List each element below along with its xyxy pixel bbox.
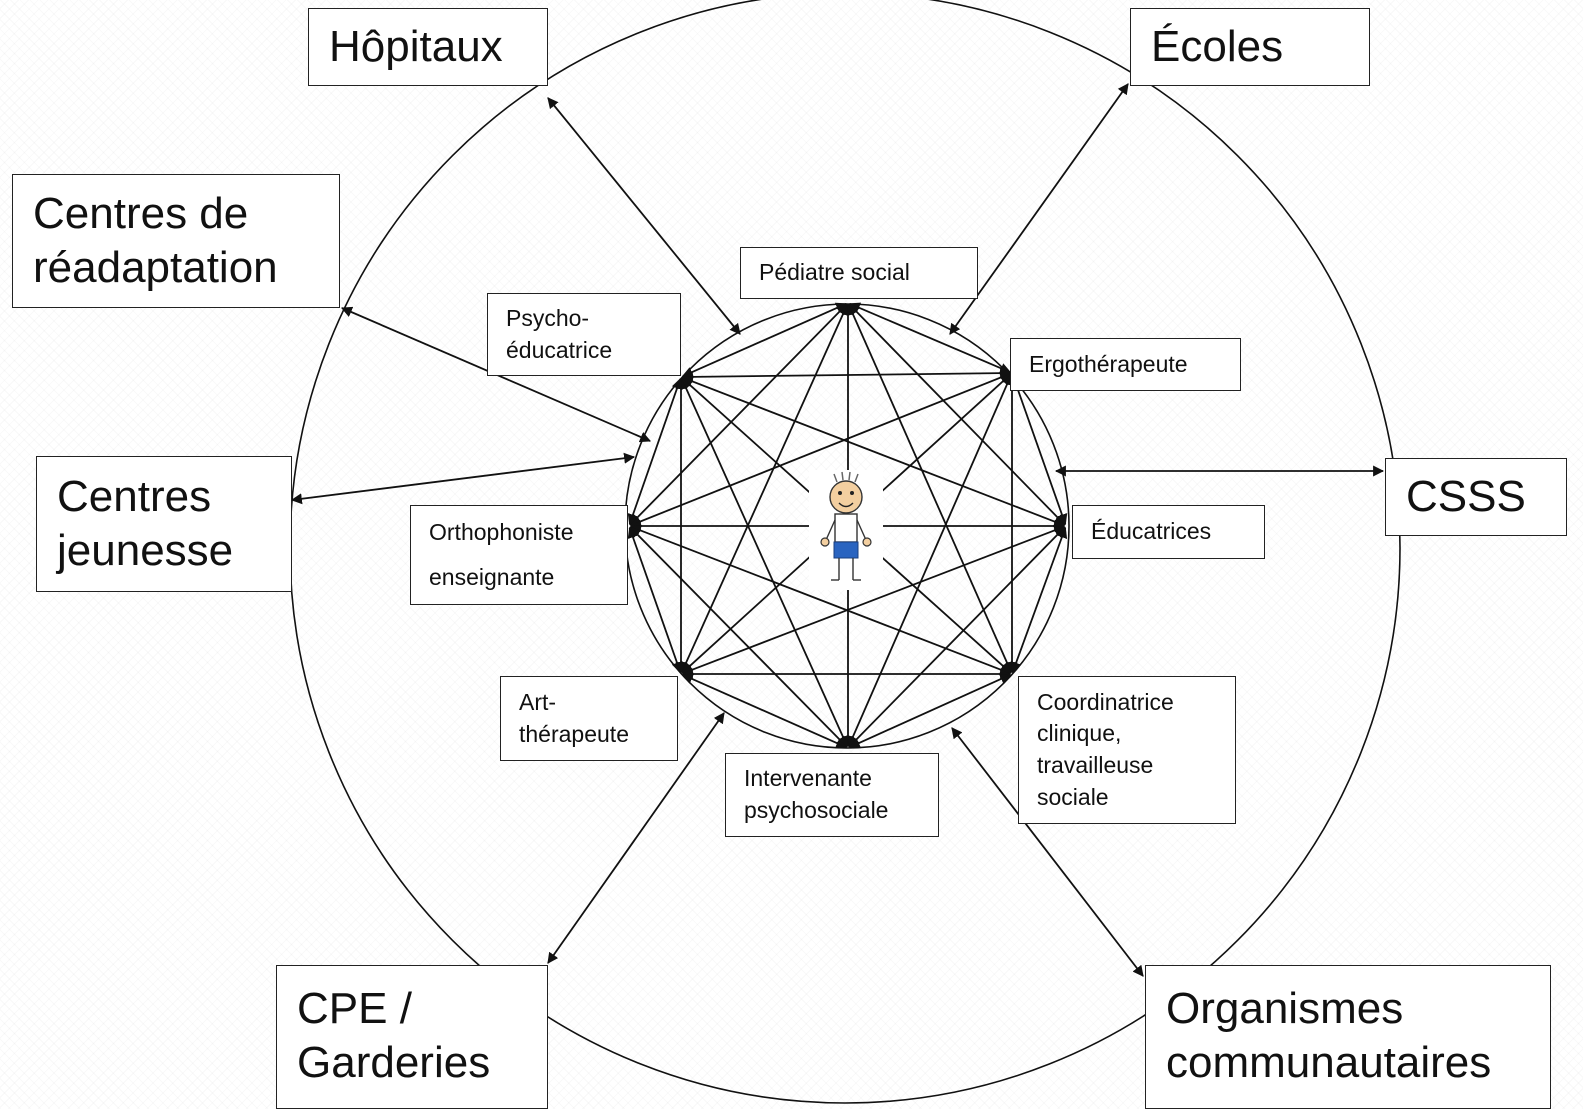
org-label-line: Écoles — [1151, 22, 1284, 72]
mesh-arrow — [1010, 526, 1068, 674]
prof-label-line: éducatrice — [506, 336, 613, 363]
mesh-arrow — [627, 526, 683, 674]
prof-label-line: travailleuse — [1037, 752, 1154, 778]
org-box-organismes-communautaires: Organismes communautaires — [1145, 965, 1551, 1109]
org-box-centres-jeunesse: Centres jeunesse — [36, 456, 292, 592]
prof-box-psychoeducatrice: Psycho- éducatrice — [487, 293, 681, 376]
prof-label-line: Orthophoniste — [429, 519, 574, 546]
mesh-arrow — [680, 377, 849, 748]
prof-label-line: Ergothérapeute — [1029, 350, 1188, 377]
org-arrow — [949, 83, 1129, 335]
child-figure-icon — [809, 470, 883, 590]
org-arrow — [290, 452, 636, 505]
org-label-line: Centres de — [33, 189, 249, 239]
mesh-arrow — [848, 673, 1012, 749]
org-arrow — [547, 97, 741, 335]
prof-box-ergotherapeute: Ergothérapeute — [1010, 338, 1241, 391]
org-label-line: CPE / — [297, 984, 412, 1033]
professional-mesh-arrows — [627, 302, 1068, 749]
prof-label-line: enseignante — [429, 564, 555, 590]
prof-label-line: Intervenante — [744, 765, 872, 792]
org-label-line: CSSS — [1406, 472, 1526, 522]
prof-box-educatrices: Éducatrices — [1072, 505, 1265, 559]
prof-label-line: psychosociale — [744, 797, 889, 823]
prof-label-line: Art- — [519, 688, 557, 715]
org-label-line: Centres — [57, 472, 212, 522]
org-label-line: Garderies — [297, 1037, 491, 1087]
prof-label-line: Psycho- — [506, 304, 590, 331]
prof-label-line: thérapeute — [519, 720, 629, 747]
mesh-arrow — [1010, 373, 1068, 526]
prof-box-pediatre-social: Pédiatre social — [740, 247, 978, 299]
org-box-ecoles: Écoles — [1130, 8, 1370, 86]
prof-box-coordinatrice-clinique: Coordinatrice clinique, travailleuse soc… — [1018, 676, 1236, 824]
mesh-arrow — [681, 302, 848, 378]
org-box-centres-readaptation: Centres de réadaptation — [12, 174, 340, 308]
mesh-arrow — [627, 377, 683, 526]
org-label-line: réadaptation — [33, 243, 278, 292]
mesh-arrow — [681, 367, 1012, 383]
prof-label-line: clinique, — [1037, 720, 1122, 747]
org-box-csss: CSSS — [1385, 458, 1567, 536]
org-arrow — [547, 712, 725, 964]
prof-label-line: Éducatrices — [1091, 518, 1212, 545]
prof-label-line: sociale — [1037, 783, 1109, 810]
org-box-hopitaux: Hôpitaux — [308, 8, 548, 86]
prof-label-line: Pédiatre social — [759, 259, 910, 286]
organization-arrows — [290, 83, 1385, 977]
prof-box-art-therapeute: Art- thérapeute — [500, 676, 678, 761]
org-label-line: Organismes — [1166, 984, 1404, 1033]
org-label-line: communautaires — [1166, 1037, 1492, 1087]
prof-box-orthophoniste-enseignante: Orthophoniste enseignante — [410, 505, 628, 605]
org-label-line: Hôpitaux — [329, 22, 503, 72]
prof-label-line: Coordinatrice — [1037, 688, 1174, 715]
org-box-cpe-garderies: CPE / Garderies — [276, 965, 548, 1109]
org-label-line: jeunesse — [57, 526, 234, 575]
org-arrow — [951, 727, 1144, 977]
prof-box-intervenante-psychosociale: Intervenante psychosociale — [725, 753, 939, 837]
